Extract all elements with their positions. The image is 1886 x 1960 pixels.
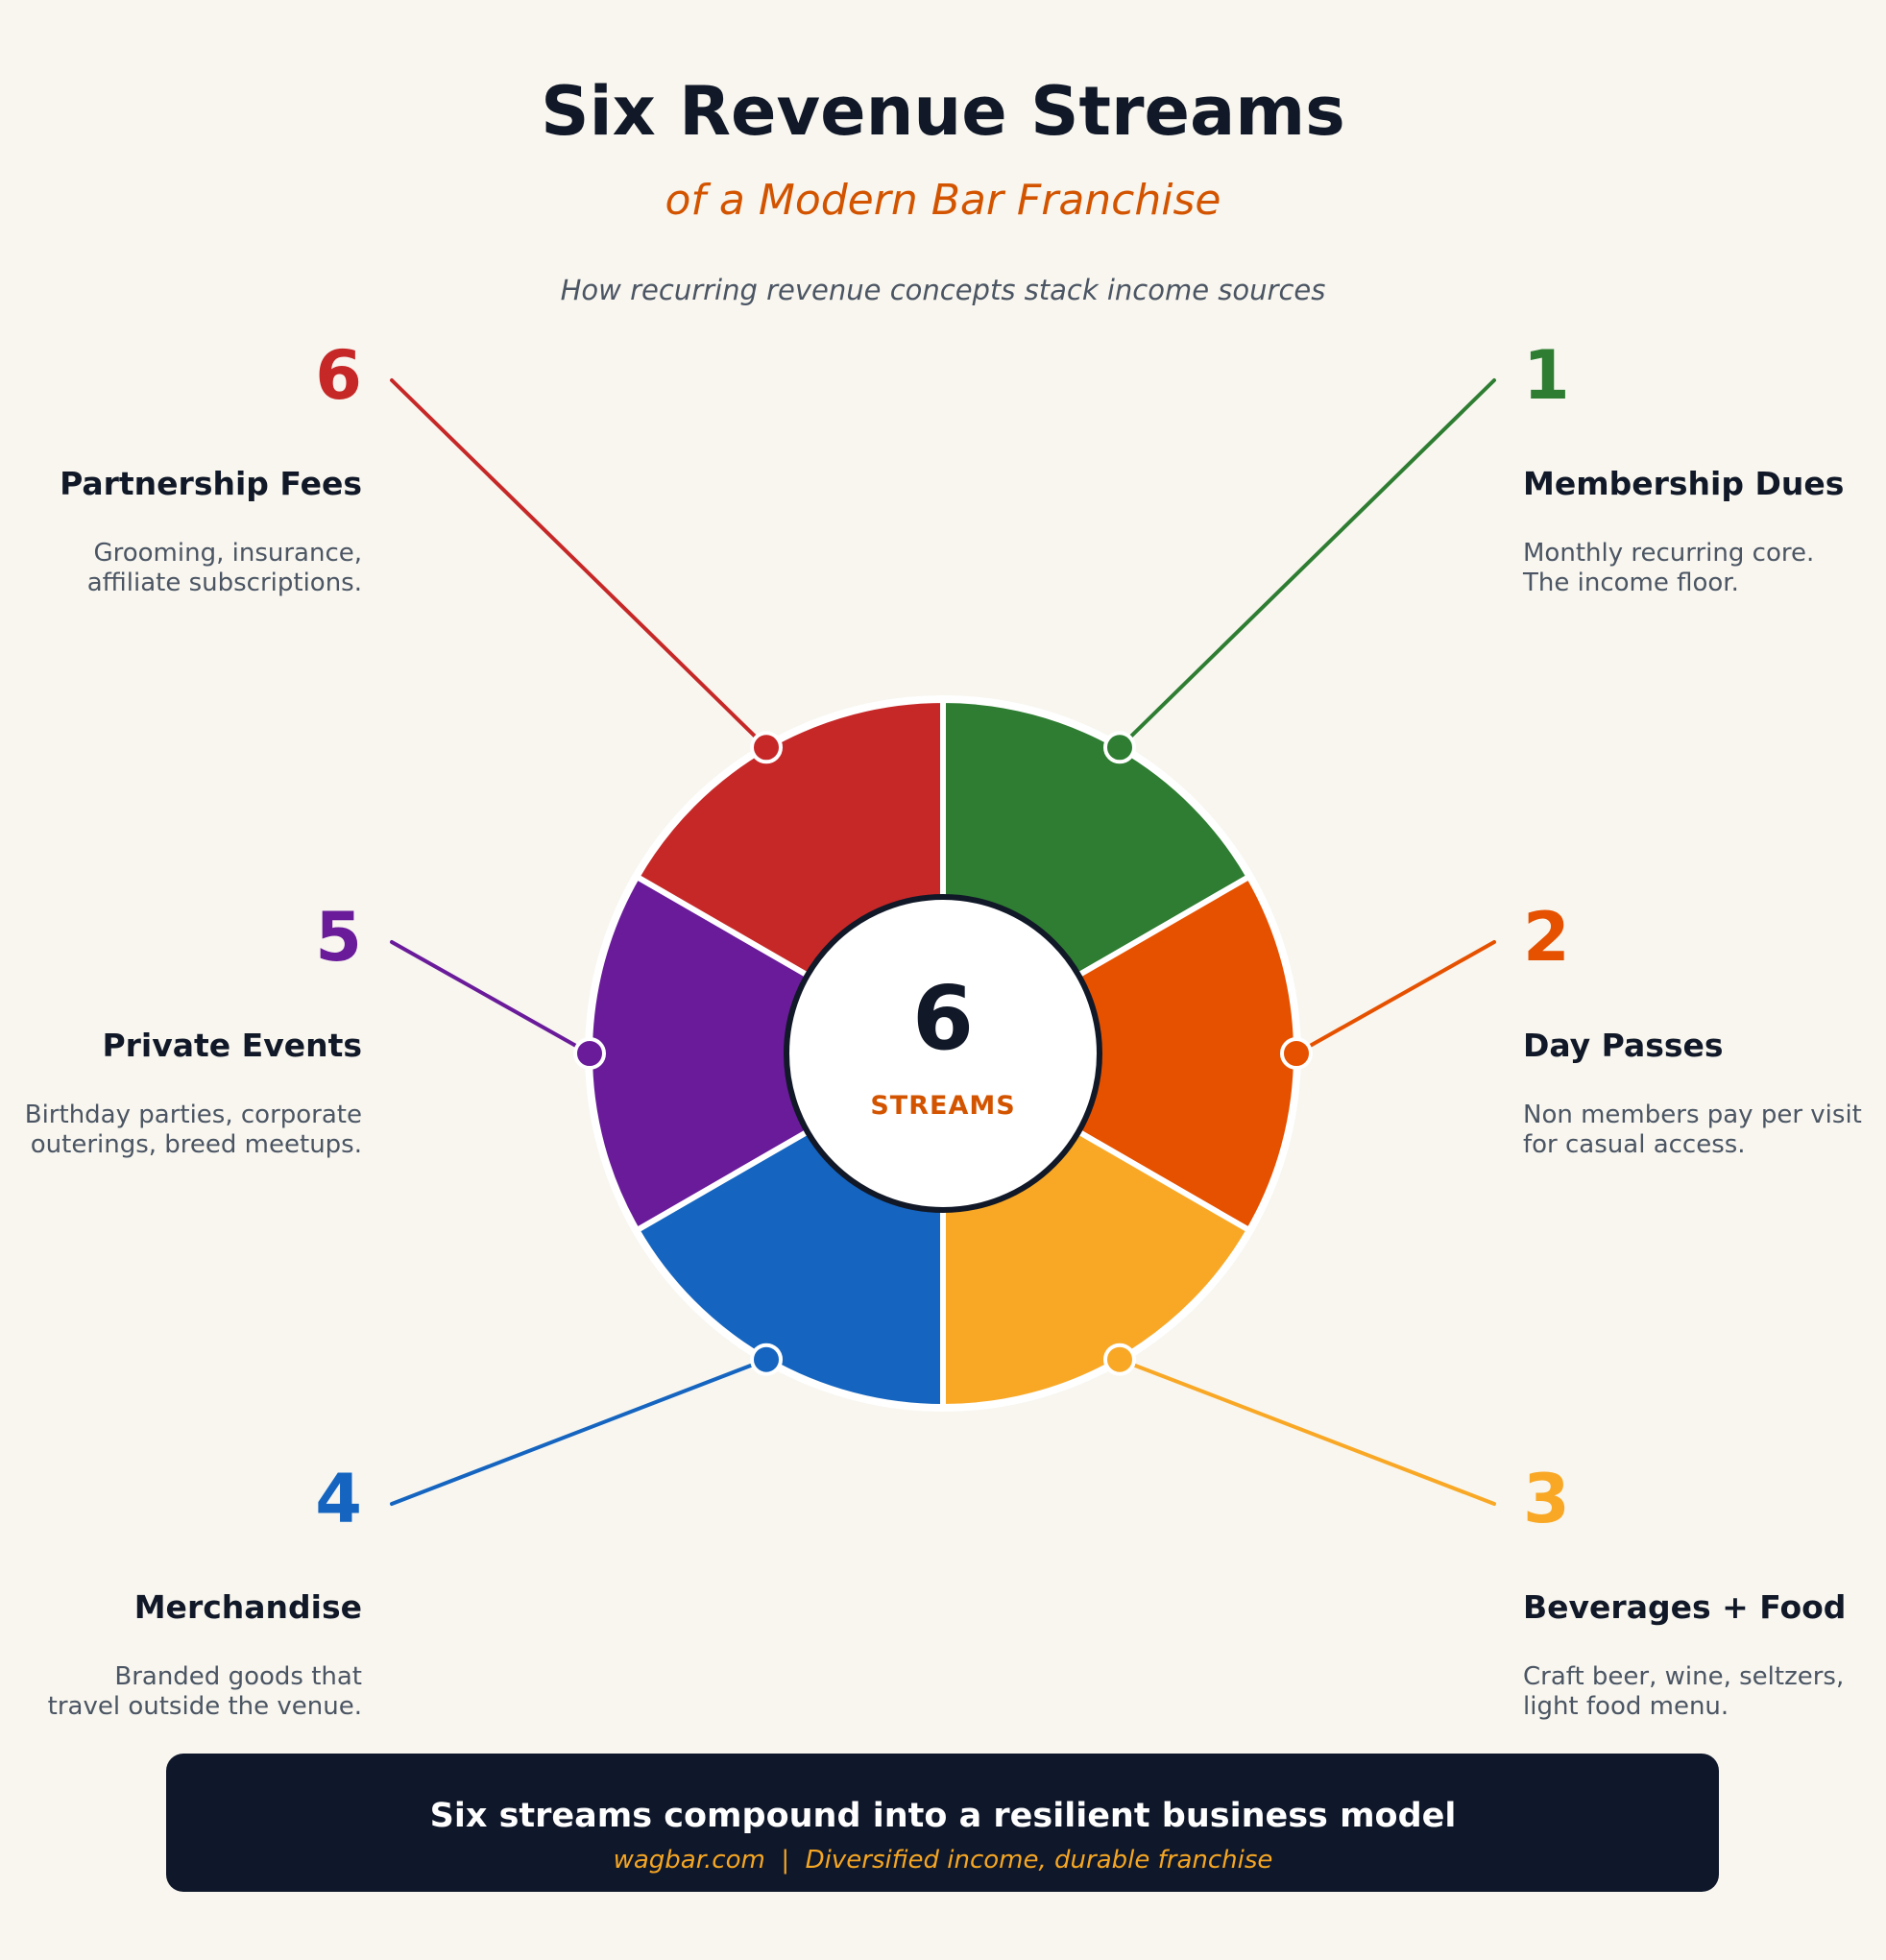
stream-description-line: Grooming, insurance, [93, 539, 362, 568]
connector-dot-5 [573, 1037, 606, 1070]
leader-line-3 [1118, 1357, 1496, 1506]
footer-subline: wagbar.com | Diversified income, durable… [614, 1846, 1273, 1875]
leader-line-2 [1294, 940, 1496, 1055]
page-title: Six Revenue Streams [541, 72, 1345, 151]
stream-title: Beverages + Food [1523, 1588, 1846, 1626]
connector-dot-4 [750, 1343, 783, 1376]
stream-number: 2 [1523, 898, 1570, 977]
stream-description-line: Non members pay per visit [1523, 1101, 1862, 1129]
stream-title: Day Passes [1523, 1027, 1724, 1064]
connector-dot-1 [1103, 731, 1136, 764]
stream-title: Partnership Fees [60, 465, 362, 502]
center-hub: 6 STREAMS [784, 894, 1102, 1213]
stream-number: 3 [1523, 1460, 1570, 1538]
page-subtitle: of a Modern Bar Franchise [665, 176, 1221, 225]
stream-description-line: Birthday parties, corporate [25, 1101, 362, 1129]
stream-number: 5 [315, 898, 362, 977]
stream-description-line: outerings, breed meetups. [31, 1130, 362, 1159]
stream-title: Private Events [102, 1027, 362, 1064]
stream-title: Merchandise [134, 1588, 362, 1626]
stream-description-line: affiliate subscriptions. [87, 569, 362, 597]
stream-description-line: light food menu. [1523, 1692, 1729, 1721]
stream-description-line: for casual access. [1523, 1130, 1746, 1159]
leader-line-6 [390, 378, 768, 750]
connector-dot-2 [1280, 1037, 1313, 1070]
stream-description-line: Branded goods that [114, 1662, 362, 1691]
stream-description-line: travel outside the venue. [48, 1692, 362, 1721]
stream-number: 4 [315, 1460, 362, 1538]
center-label: STREAMS [870, 1091, 1015, 1121]
footer-headline: Six streams compound into a resilient bu… [430, 1797, 1457, 1835]
stream-description-line: Monthly recurring core. [1523, 539, 1814, 568]
stream-number: 1 [1523, 336, 1570, 415]
page-tagline: How recurring revenue concepts stack inc… [561, 274, 1326, 306]
stream-description-line: Craft beer, wine, seltzers, [1523, 1662, 1844, 1691]
leader-line-5 [390, 940, 592, 1055]
stream-description-line: The income floor. [1522, 569, 1739, 597]
leader-line-1 [1118, 378, 1496, 750]
leader-lines [390, 378, 1496, 1506]
leader-line-4 [390, 1357, 768, 1506]
center-hub-circle [784, 894, 1102, 1213]
center-count: 6 [912, 967, 974, 1070]
footer-background [166, 1754, 1719, 1892]
connector-dot-3 [1103, 1343, 1136, 1376]
stream-number: 6 [315, 336, 362, 415]
footer-banner: Six streams compound into a resilient bu… [166, 1754, 1719, 1892]
connector-dots [573, 731, 1313, 1376]
stream-title: Membership Dues [1523, 465, 1844, 502]
connector-dot-6 [750, 731, 783, 764]
